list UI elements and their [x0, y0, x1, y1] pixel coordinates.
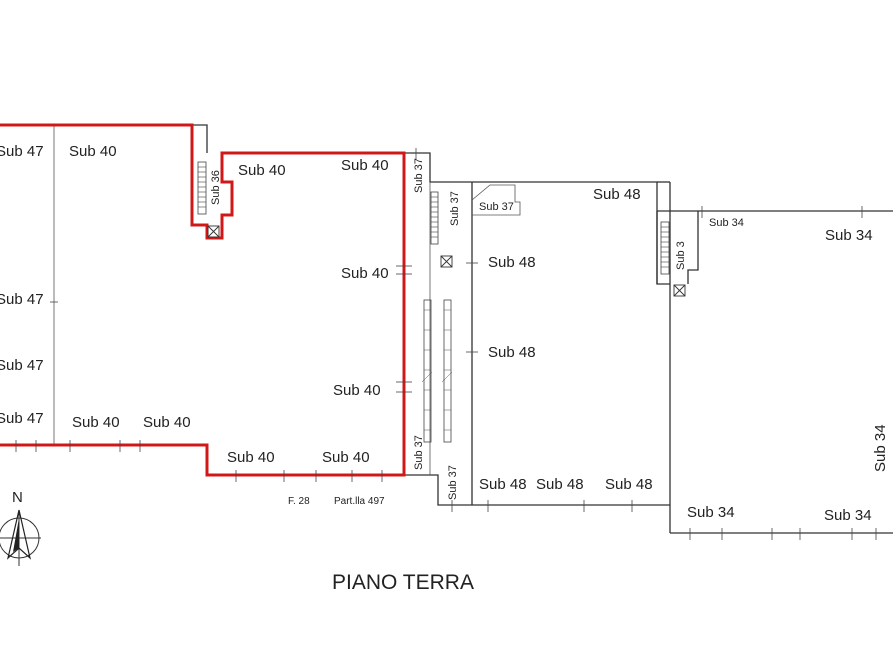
room-labels: Sub 47 Sub 40 Sub 40 Sub 40 Sub 36 Sub 4…: [0, 143, 889, 524]
north-arrow: N: [0, 489, 41, 566]
label-foglio: F. 28: [288, 496, 310, 507]
label-particella: Part.lla 497: [334, 496, 385, 507]
label-sub47-bottom: Sub 47: [0, 410, 44, 427]
label-sub40-right-mid: Sub 40: [341, 265, 389, 282]
stairs: [197, 161, 670, 443]
label-sub37-top-right: Sub 37: [449, 191, 461, 226]
label-sub3: Sub 3: [675, 241, 687, 270]
label-sub37-bottom-right: Sub 37: [447, 465, 459, 500]
label-sub37-bottom-left: Sub 37: [413, 435, 425, 470]
highlighted-property-boundary: [0, 123, 406, 477]
label-sub40-bottom-3: Sub 40: [227, 449, 275, 466]
label-sub48-bottom-3: Sub 48: [605, 476, 653, 493]
label-sub34-top: Sub 34: [825, 227, 873, 244]
label-sub47-lower: Sub 47: [0, 357, 44, 374]
label-sub48-bottom-2: Sub 48: [536, 476, 584, 493]
label-sub34-bottom-2: Sub 34: [824, 507, 872, 524]
label-sub40-bottom-2: Sub 40: [143, 414, 191, 431]
label-sub40-left-top: Sub 40: [69, 143, 117, 160]
plan-title: PIANO TERRA: [332, 571, 474, 594]
label-sub40-right-top: Sub 40: [341, 157, 389, 174]
label-sub40-bottom-4: Sub 40: [322, 449, 370, 466]
building-outline: [53, 124, 893, 534]
label-sub40-center-top: Sub 40: [238, 162, 286, 179]
label-sub40-right-low: Sub 40: [333, 382, 381, 399]
label-sub47-top: Sub 47: [0, 143, 44, 160]
label-sub34-right: Sub 34: [872, 424, 889, 472]
label-sub37-top-left: Sub 37: [413, 158, 425, 193]
label-sub48-mid: Sub 48: [488, 344, 536, 361]
label-sub48-top: Sub 48: [593, 186, 641, 203]
label-sub37-room: Sub 37: [479, 201, 514, 213]
shaft-symbols: [207, 225, 686, 297]
label-sub36: Sub 36: [210, 170, 222, 205]
label-sub34-stair: Sub 34: [709, 217, 744, 229]
label-sub40-bottom-1: Sub 40: [72, 414, 120, 431]
label-sub34-bottom-1: Sub 34: [687, 504, 735, 521]
north-label: N: [12, 489, 23, 506]
boundary-ticks: [15, 148, 877, 540]
label-sub48-bottom-1: Sub 48: [479, 476, 527, 493]
label-sub47-mid: Sub 47: [0, 291, 44, 308]
label-sub48-upper: Sub 48: [488, 254, 536, 271]
